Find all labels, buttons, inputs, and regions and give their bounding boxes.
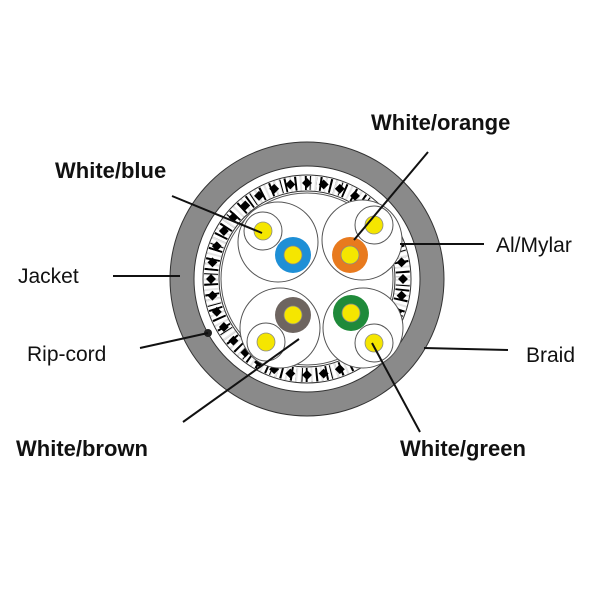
braid-strand bbox=[350, 190, 360, 201]
braid-strand bbox=[285, 179, 296, 190]
braid-strand bbox=[285, 368, 296, 379]
label-white-brown: White/brown bbox=[16, 436, 148, 461]
jacket-outline bbox=[169, 141, 445, 417]
braid-strand bbox=[318, 179, 329, 190]
braid-strand bbox=[228, 335, 239, 346]
leader-braid bbox=[423, 347, 509, 351]
pair-brown bbox=[239, 287, 321, 369]
braid-strand bbox=[396, 290, 407, 301]
label-braid: Braid bbox=[526, 344, 575, 367]
braid-strand bbox=[211, 241, 222, 252]
braid-strand bbox=[334, 364, 345, 375]
leader-rip-cord bbox=[139, 332, 209, 349]
leader-white-brown bbox=[182, 338, 300, 423]
braid-strand bbox=[396, 257, 407, 268]
label-jacket: Jacket bbox=[18, 265, 79, 288]
label-al-mylar: Al/Mylar bbox=[496, 234, 572, 257]
braid-strand bbox=[218, 226, 229, 236]
braid-strand bbox=[302, 370, 312, 380]
label-white-orange: White/orange bbox=[371, 110, 510, 135]
leader-white-green bbox=[371, 342, 421, 433]
leader-white-blue bbox=[171, 195, 263, 234]
braid-strand bbox=[207, 290, 218, 301]
label-white-green: White/green bbox=[400, 436, 526, 461]
leader-white-orange bbox=[353, 151, 429, 241]
braid-strand bbox=[269, 183, 280, 194]
braid-strand bbox=[240, 200, 251, 211]
jacket-ring bbox=[170, 142, 444, 416]
braid-strand bbox=[218, 322, 229, 332]
braid-strand bbox=[206, 274, 216, 284]
braid-strand bbox=[254, 190, 264, 201]
leader-lines bbox=[113, 151, 509, 433]
braid-strand bbox=[211, 306, 222, 317]
braid-strand bbox=[398, 274, 408, 284]
label-white-blue: White/blue bbox=[55, 158, 166, 183]
braid-strand bbox=[318, 368, 329, 379]
pair-blue bbox=[237, 201, 319, 283]
label-rip-cord: Rip-cord bbox=[27, 343, 106, 366]
braid-strand bbox=[207, 257, 218, 268]
braid-strand bbox=[302, 178, 312, 188]
braid-strand bbox=[334, 183, 345, 194]
pair-orange bbox=[321, 199, 403, 281]
pair-green bbox=[322, 287, 404, 369]
